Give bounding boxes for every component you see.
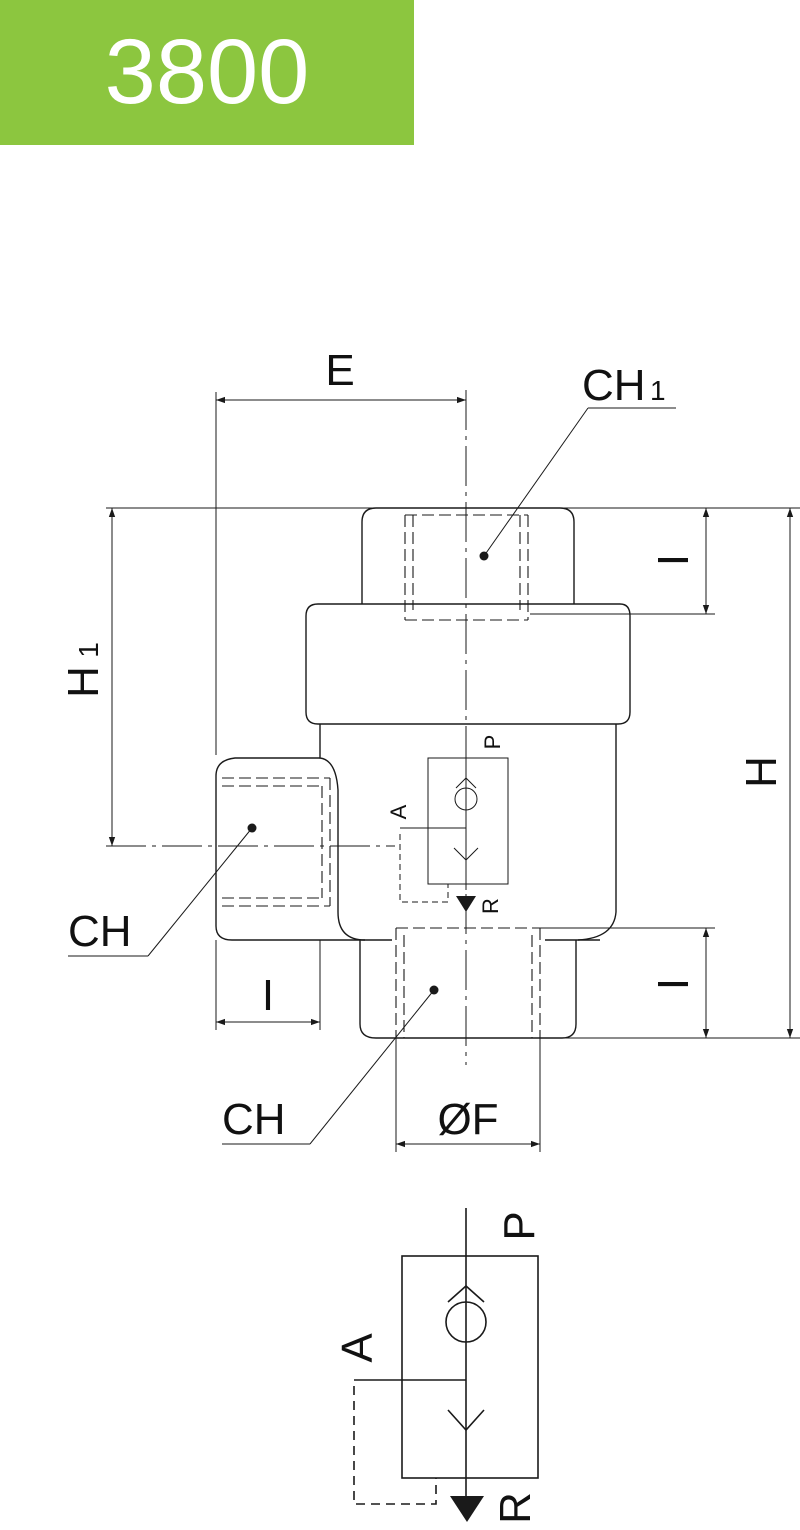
dim-label-i-top: I (649, 554, 698, 566)
pneumatic-symbol (353, 1208, 539, 1522)
dim-label-h1-sub: 1 (73, 642, 104, 658)
dim-label-e: E (325, 346, 354, 395)
valve-body (215, 507, 631, 1039)
leader-lines (68, 407, 676, 1145)
label-ch1-sub: 1 (650, 375, 666, 406)
label-ch-bottom: CH (222, 1095, 286, 1144)
body-port-a: A (386, 804, 411, 819)
symbol-port-p: P (495, 1211, 544, 1240)
symbol-port-r: R (491, 1492, 540, 1524)
body-port-p: P (480, 735, 505, 750)
body-valve-symbol (399, 757, 509, 912)
title-badge (0, 0, 414, 145)
centre-lines (106, 390, 467, 1065)
body-port-r: R (478, 898, 503, 914)
dim-label-h1: H (59, 666, 108, 698)
dim-label-i-left: I (262, 971, 274, 1020)
dim-label-of: ØF (437, 1095, 498, 1144)
dim-label-h: H (737, 756, 786, 788)
dim-label-i-bottom: I (649, 978, 698, 990)
label-ch1: CH (582, 361, 646, 410)
label-ch-left: CH (68, 907, 132, 956)
symbol-port-a: A (333, 1333, 382, 1363)
page-title: 3800 (104, 21, 310, 123)
internal-threads (222, 514, 541, 1038)
dimension-lines (106, 392, 800, 1152)
